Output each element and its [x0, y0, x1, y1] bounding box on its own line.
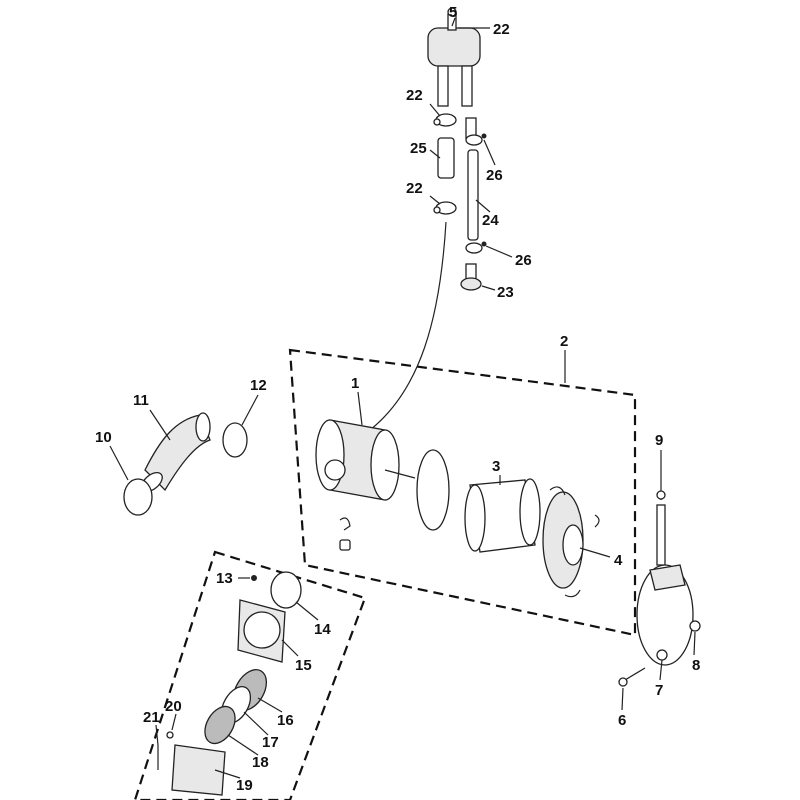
leader-lines: [109, 17, 696, 779]
callout-4: 4: [614, 552, 623, 569]
inlet-kit-boundary: [133, 550, 367, 800]
callout-18: 18: [252, 754, 269, 771]
callout-2: 2: [560, 333, 568, 350]
callout-7: 7: [655, 682, 663, 699]
callout-26: 26: [515, 252, 532, 269]
hose-clamp-22b: [433, 201, 457, 215]
callout-5: 5: [449, 4, 457, 21]
callout-9: 9: [655, 432, 663, 449]
part-11-elbow: [141, 412, 211, 493]
tube-25: [437, 137, 455, 179]
fitting-23: [460, 263, 482, 291]
small-parts: [339, 517, 351, 551]
clamp-12: [222, 422, 248, 458]
callout-10: 10: [95, 429, 112, 446]
gasket: [416, 449, 450, 531]
callout-20: 20: [165, 698, 182, 715]
callout-11: 11: [133, 392, 149, 409]
hose-clamp-22: [433, 113, 457, 127]
vacuator-hose-line: [369, 221, 447, 431]
inlet-kit-parts: [157, 571, 302, 796]
clip-26b: [465, 241, 487, 254]
clip-26: [465, 133, 487, 146]
assembly-2-boundary: [288, 348, 637, 637]
callout-3: 3: [492, 458, 500, 475]
callout-6: 6: [618, 712, 626, 729]
callout-26: 26: [486, 167, 503, 184]
callout-12: 12: [250, 377, 267, 394]
part-3-filter: [464, 478, 541, 553]
callout-13: 13: [216, 570, 233, 587]
callout-25: 25: [410, 140, 427, 157]
callout-14: 14: [314, 621, 331, 638]
callout-16: 16: [277, 712, 294, 729]
callout-23: 23: [497, 284, 514, 301]
callout-22: 22: [406, 180, 423, 197]
callout-1: 1: [351, 375, 359, 392]
callout-22: 22: [406, 87, 423, 104]
callout-17: 17: [262, 734, 279, 751]
callout-19: 19: [236, 777, 253, 794]
callout-15: 15: [295, 657, 312, 674]
part-4-cover: [542, 486, 600, 598]
callout-22: 22: [493, 21, 510, 38]
callout-24: 24: [482, 212, 499, 229]
part-1-housing: [315, 419, 400, 501]
part-5-housing: [427, 7, 481, 107]
callout-8: 8: [692, 657, 700, 674]
callout-21: 21: [143, 709, 160, 726]
part-9-band-bracket: [618, 468, 701, 687]
clamp-10: [123, 478, 153, 516]
